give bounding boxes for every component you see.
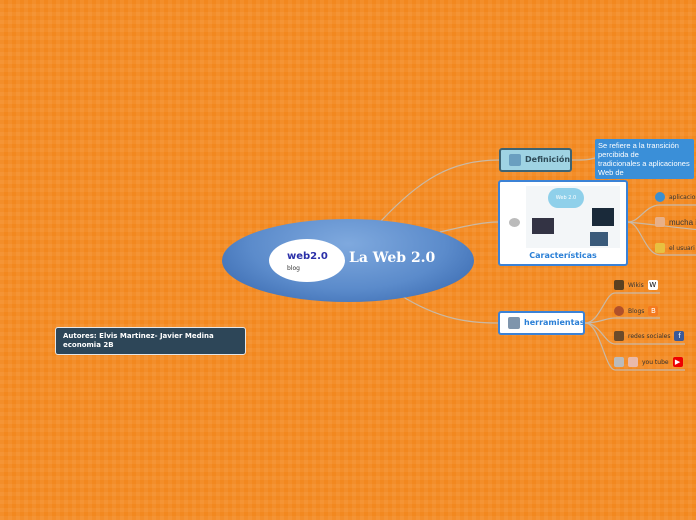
list-item[interactable]: aplicacion bbox=[655, 192, 696, 202]
definicion-note-line: tradicionales a aplicaciones Web de bbox=[598, 159, 690, 177]
definicion-note-line: Se refiere a la transición percibida de bbox=[598, 141, 679, 159]
youtube-icon: ▶ bbox=[672, 357, 683, 367]
list-item[interactable]: el usuari bbox=[655, 243, 695, 253]
wikipedia-icon: W bbox=[647, 280, 658, 290]
list-item-blogs[interactable]: Blogs B bbox=[614, 306, 659, 316]
hand-icon bbox=[655, 217, 665, 227]
gear-icon bbox=[509, 218, 520, 227]
globe-icon bbox=[655, 192, 665, 202]
tools-icon bbox=[508, 317, 520, 329]
pig-icon bbox=[628, 357, 638, 367]
desktop-icon bbox=[592, 208, 614, 226]
web2-logo: web2.0 blog bbox=[269, 239, 345, 282]
web2-network-image: Web 2.0 bbox=[526, 186, 620, 248]
topic-definicion[interactable]: Definición bbox=[499, 148, 572, 172]
central-title: La Web 2.0 bbox=[349, 250, 436, 266]
cat-icon bbox=[655, 243, 665, 253]
monkey-icon bbox=[614, 331, 624, 341]
topic-caracteristicas[interactable]: Web 2.0 Características bbox=[498, 180, 628, 266]
authors-note[interactable]: Autores: Elvis Martinez- Javier Medina e… bbox=[55, 327, 246, 355]
horse-icon bbox=[614, 280, 624, 290]
definicion-note[interactable]: Se refiere a la transición percibida de … bbox=[595, 139, 694, 179]
tablet-icon bbox=[590, 232, 608, 246]
laptop-icon bbox=[532, 218, 554, 234]
cloud-icon: Web 2.0 bbox=[548, 188, 584, 208]
topic-herramientas[interactable]: herramientas bbox=[498, 311, 585, 335]
list-item-youtube[interactable]: you tube ▶ bbox=[614, 357, 683, 367]
meat-icon bbox=[614, 306, 624, 316]
facebook-icon: f bbox=[674, 331, 685, 341]
mouse-icon bbox=[614, 357, 624, 367]
blogger-icon: B bbox=[648, 306, 659, 316]
list-item[interactable]: mucha in bbox=[655, 217, 696, 227]
central-topic[interactable]: web2.0 blog La Web 2.0 bbox=[222, 219, 474, 302]
list-item-redes-sociales[interactable]: redes sociales f bbox=[614, 331, 685, 341]
pin-icon bbox=[509, 154, 521, 166]
list-item-wikis[interactable]: Wikis W bbox=[614, 280, 658, 290]
